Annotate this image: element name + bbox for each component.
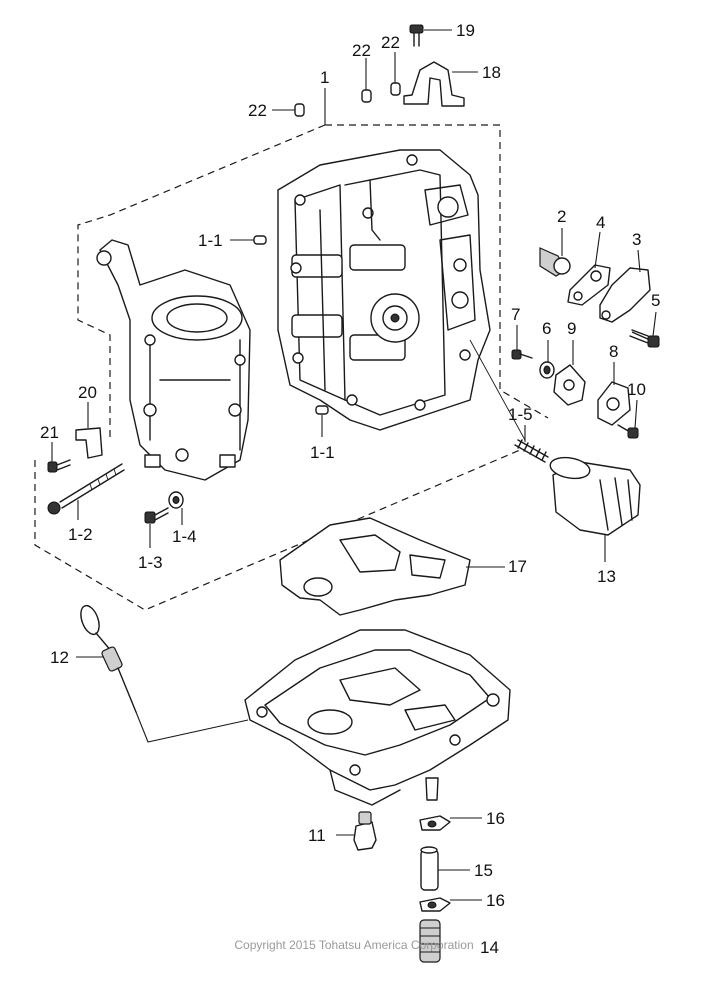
crankcase-half-part — [96, 239, 251, 481]
pin-22b-part — [361, 89, 372, 103]
callout-19: 19 — [456, 21, 475, 40]
callout-20: 20 — [78, 383, 97, 402]
dowel-pin-bottom-part — [315, 405, 329, 415]
clip-16b-part — [419, 897, 451, 912]
bolt-10-part — [617, 424, 639, 439]
strainer-14-part — [419, 919, 441, 963]
gasket-part — [279, 517, 471, 616]
callout-8: 8 — [609, 342, 618, 361]
callout-16a: 16 — [486, 809, 505, 828]
hose-15-part — [420, 846, 439, 891]
callout-10: 10 — [627, 380, 646, 399]
callout-4: 4 — [596, 213, 605, 232]
relief-spring-part — [469, 339, 549, 463]
callout-22a: 22 — [248, 101, 267, 120]
washer-1-4-part — [168, 491, 184, 509]
oil-pan-part — [244, 629, 511, 806]
callout-15: 15 — [474, 861, 493, 880]
callout-1-1b: 1-1 — [310, 443, 335, 462]
gasket-9-part — [553, 364, 586, 406]
callout-13: 13 — [597, 567, 616, 586]
callout-14: 14 — [480, 938, 499, 957]
cover-bracket-part — [599, 267, 651, 323]
callout-3: 3 — [632, 230, 641, 249]
callout-1-3: 1-3 — [138, 553, 163, 572]
callout-6: 6 — [542, 319, 551, 338]
assembly-1-dashed-outline — [34, 124, 549, 611]
callout-11: 11 — [308, 826, 326, 845]
callout-1-5: 1-5 — [508, 405, 533, 424]
bolt-19-part — [409, 24, 424, 47]
oil-filter-part — [549, 456, 641, 536]
callout-1-4: 1-4 — [172, 527, 197, 546]
bolt-5-part — [629, 329, 660, 348]
callout-1-1a: 1-1 — [198, 231, 223, 250]
callout-5: 5 — [651, 291, 660, 310]
clamp-18-part — [403, 61, 465, 107]
callout-3-leader — [637, 249, 641, 273]
dipstick-part — [80, 604, 249, 743]
dowel-pin-top-part — [253, 235, 267, 245]
copyright-text: Copyright 2015 Tohatsu America Corporati… — [234, 938, 474, 952]
nipple-part — [425, 777, 439, 801]
oil-pressure-switch-part — [539, 247, 571, 277]
callout-22b: 22 — [352, 41, 371, 60]
callout-12: 12 — [50, 648, 69, 667]
cover-8-part — [597, 381, 631, 426]
callout-7: 7 — [511, 305, 520, 324]
callout-22c: 22 — [381, 33, 400, 52]
pin-22c-part — [390, 82, 401, 96]
bolt-7-part — [511, 349, 533, 360]
callout-10-leader — [634, 399, 638, 429]
bolt-21-part — [47, 459, 71, 473]
bracket-20-part — [75, 427, 103, 459]
callout-1: 1 — [320, 68, 329, 87]
pin-22a-part — [294, 103, 305, 117]
callout-9: 9 — [567, 319, 576, 338]
long-bolt-1-2-part — [47, 463, 125, 515]
callout-4-leader — [594, 231, 601, 269]
cylinder-block-part — [277, 149, 491, 431]
callout-18: 18 — [482, 63, 501, 82]
callout-16b: 16 — [486, 891, 505, 910]
collar-6-part — [539, 361, 555, 379]
callout-17: 17 — [508, 557, 527, 576]
clip-16a-part — [419, 815, 451, 831]
bolt-1-3-part — [144, 507, 169, 524]
drain-fitting-11-part — [353, 811, 377, 851]
callout-5-leader — [652, 311, 657, 337]
callout-21: 21 — [40, 423, 59, 442]
callout-1-2: 1-2 — [68, 525, 93, 544]
callout-2: 2 — [557, 207, 566, 226]
